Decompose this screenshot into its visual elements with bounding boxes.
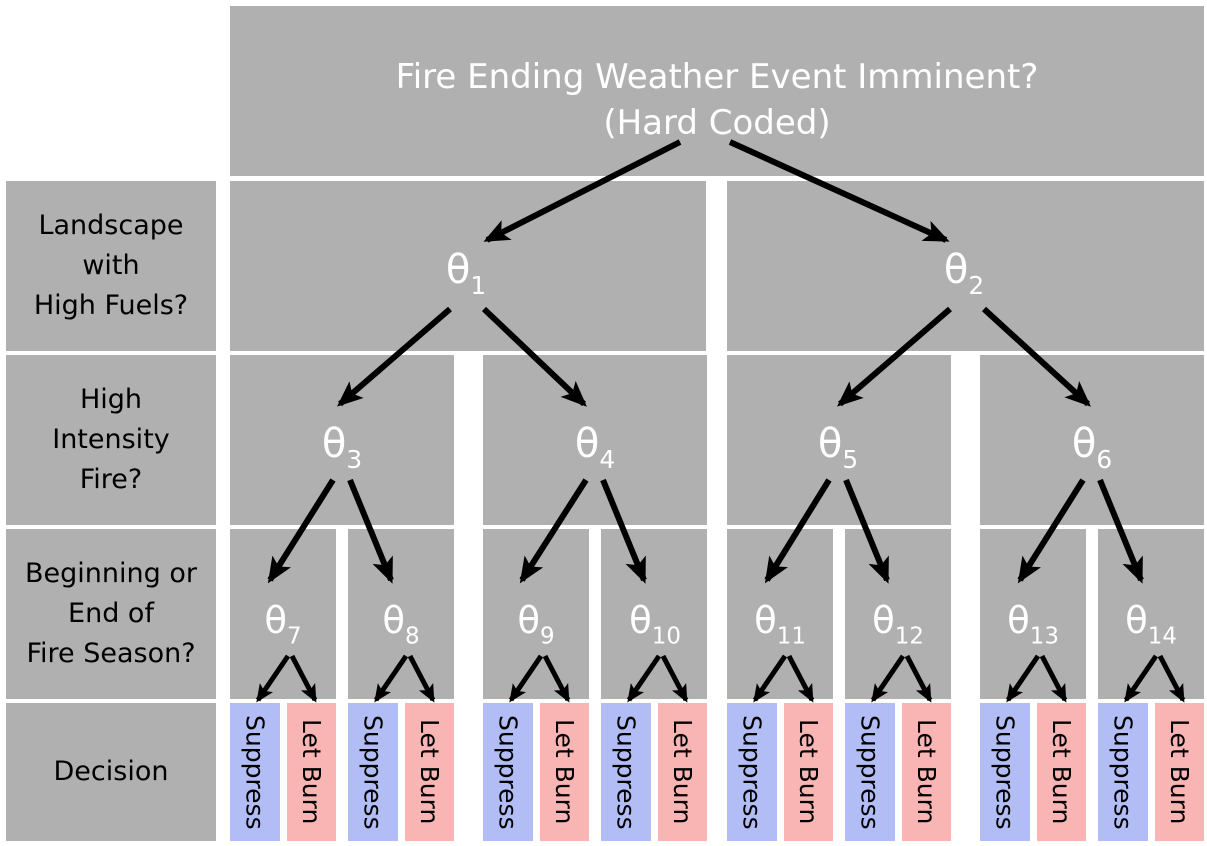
leaf-suppress-13: Suppress bbox=[980, 703, 1030, 841]
leaf-let-burn-11: Let Burn bbox=[784, 703, 833, 841]
leaf-let-burn-7: Let Burn bbox=[287, 703, 336, 841]
node-theta-1: θ1 bbox=[445, 247, 487, 301]
node-theta-7: θ7 bbox=[264, 599, 302, 650]
root-title: Fire Ending Weather Event Imminent? (Har… bbox=[395, 57, 1039, 143]
node-theta-11: θ11 bbox=[754, 599, 806, 650]
leaf-suppress-12: Suppress bbox=[845, 703, 895, 841]
leaf-suppress-11: Suppress bbox=[727, 703, 777, 841]
leaf-suppress-8: Suppress bbox=[348, 703, 398, 841]
leaf-let-burn-9: Let Burn bbox=[540, 703, 589, 841]
arrow-theta-7-to-suppress bbox=[255, 654, 291, 703]
arrow-theta-10-to-burn bbox=[660, 654, 689, 703]
arrow-theta-6-to-theta-13 bbox=[1017, 478, 1086, 584]
leaf-let-burn-13: Let Burn bbox=[1037, 703, 1086, 841]
node-theta-14: θ14 bbox=[1125, 599, 1177, 650]
arrow-theta-14-to-suppress bbox=[1123, 654, 1159, 703]
arrow-root-to-theta-2 bbox=[728, 139, 950, 243]
level3-box-8 bbox=[1098, 529, 1204, 699]
arrow-theta-6-to-theta-14 bbox=[1097, 478, 1144, 584]
node-theta-9: θ9 bbox=[517, 599, 555, 650]
arrow-theta-5-to-theta-11 bbox=[764, 478, 832, 584]
node-theta-8: θ8 bbox=[382, 599, 420, 650]
arrow-theta-4-to-theta-10 bbox=[600, 478, 647, 584]
arrow-theta-11-to-suppress bbox=[752, 654, 788, 703]
arrow-theta-12-to-burn bbox=[904, 654, 933, 703]
leaf-let-burn-14: Let Burn bbox=[1155, 703, 1204, 841]
arrow-theta-7-to-burn bbox=[289, 654, 318, 703]
node-theta-5: θ5 bbox=[817, 421, 859, 475]
leaf-suppress-14: Suppress bbox=[1098, 703, 1148, 841]
level3-box-2 bbox=[348, 529, 454, 699]
arrow-theta-13-to-burn bbox=[1039, 654, 1068, 703]
arrow-theta-11-to-burn bbox=[786, 654, 815, 703]
arrow-theta-3-to-theta-8 bbox=[347, 478, 394, 584]
arrow-root-to-theta-1 bbox=[483, 139, 682, 243]
row-label-decision: Decision bbox=[6, 703, 216, 841]
arrow-theta-3-to-theta-7 bbox=[267, 478, 336, 584]
node-theta-3: θ3 bbox=[321, 421, 363, 475]
arrow-theta-9-to-burn bbox=[542, 654, 571, 703]
leaf-suppress-9: Suppress bbox=[483, 703, 533, 841]
root-box bbox=[230, 6, 1204, 176]
level3-box-4 bbox=[601, 529, 707, 699]
level3-box-6 bbox=[845, 529, 951, 699]
arrow-theta-12-to-suppress bbox=[870, 654, 906, 703]
node-theta-6: θ6 bbox=[1071, 421, 1113, 475]
arrow-theta-9-to-suppress bbox=[508, 654, 544, 703]
arrow-theta-2-to-theta-6 bbox=[981, 306, 1091, 407]
arrow-theta-5-to-theta-12 bbox=[843, 478, 890, 584]
node-theta-13: θ13 bbox=[1007, 599, 1059, 650]
arrow-theta-14-to-burn bbox=[1157, 654, 1186, 703]
arrow-theta-2-to-theta-5 bbox=[836, 306, 952, 407]
leaf-suppress-10: Suppress bbox=[601, 703, 651, 841]
arrow-theta-8-to-burn bbox=[407, 654, 436, 703]
leaf-suppress-7: Suppress bbox=[230, 703, 280, 841]
node-theta-4: θ4 bbox=[574, 421, 616, 475]
arrow-theta-10-to-suppress bbox=[626, 654, 662, 703]
leaf-let-burn-8: Let Burn bbox=[405, 703, 454, 841]
leaf-let-burn-12: Let Burn bbox=[902, 703, 951, 841]
arrow-theta-4-to-theta-9 bbox=[519, 478, 589, 584]
level1-box-left bbox=[230, 181, 706, 351]
node-theta-10: θ10 bbox=[629, 599, 681, 650]
level1-box-right bbox=[727, 181, 1204, 351]
node-theta-2: θ2 bbox=[943, 247, 985, 301]
level2-box-2 bbox=[483, 355, 707, 525]
arrow-theta-1-to-theta-4 bbox=[481, 306, 587, 407]
level2-box-4 bbox=[980, 355, 1204, 525]
arrow-theta-13-to-suppress bbox=[1005, 654, 1041, 703]
arrow-theta-1-to-theta-3 bbox=[336, 306, 452, 407]
node-theta-12: θ12 bbox=[872, 599, 924, 650]
arrow-theta-8-to-suppress bbox=[373, 654, 409, 703]
leaf-let-burn-10: Let Burn bbox=[658, 703, 707, 841]
